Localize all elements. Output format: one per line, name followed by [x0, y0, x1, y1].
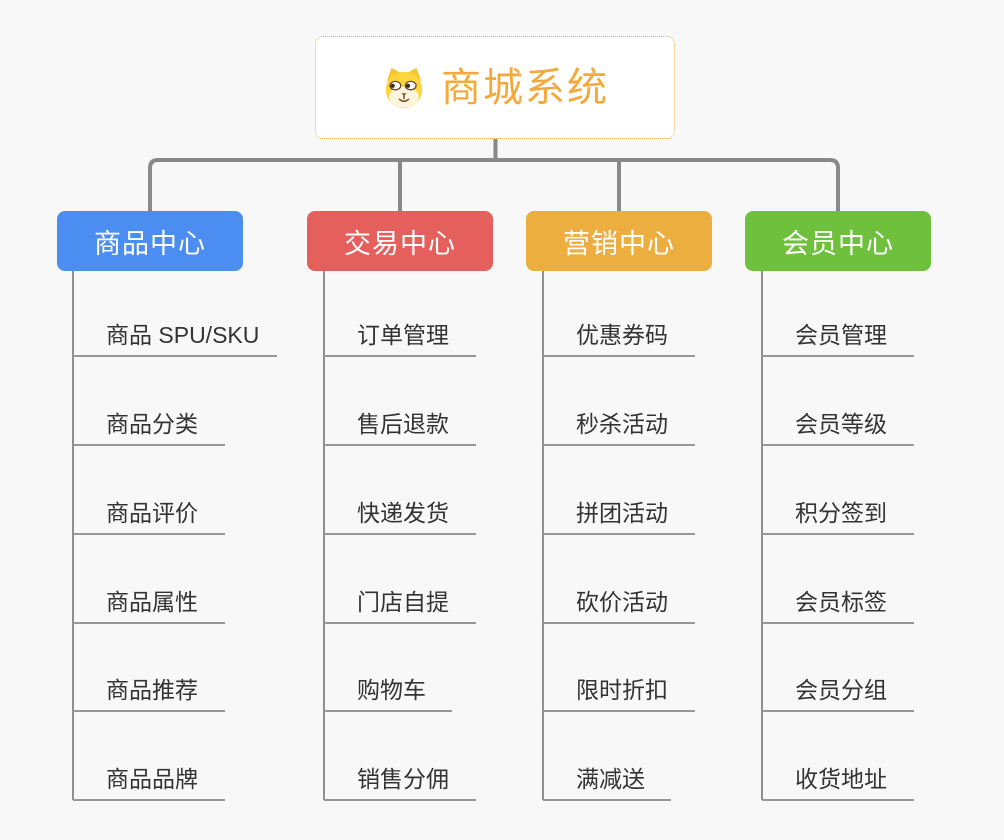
leaf-node[interactable]: 会员等级 — [762, 408, 914, 446]
leaf-node[interactable]: 会员分组 — [762, 674, 914, 712]
branch-node-marketing-center[interactable]: 营销中心 — [526, 211, 712, 271]
branch-node-member-center[interactable]: 会员中心 — [745, 211, 931, 271]
leaf-node[interactable]: 收货地址 — [762, 763, 914, 801]
leaf-node[interactable]: 购物车 — [324, 674, 452, 712]
leaf-node[interactable]: 砍价活动 — [543, 586, 695, 624]
root-node[interactable]: 商城系统 — [315, 36, 675, 139]
leaf-node[interactable]: 订单管理 — [324, 319, 476, 357]
dog-face-icon — [381, 65, 427, 111]
leaf-node[interactable]: 秒杀活动 — [543, 408, 695, 446]
leaf-node[interactable]: 售后退款 — [324, 408, 476, 446]
leaf-node[interactable]: 商品推荐 — [73, 674, 225, 712]
root-title: 商城系统 — [441, 65, 609, 110]
leaf-node[interactable]: 积分签到 — [762, 497, 914, 535]
leaf-node[interactable]: 商品品牌 — [73, 763, 225, 801]
leaf-node[interactable]: 商品评价 — [73, 497, 225, 535]
leaf-node[interactable]: 满减送 — [543, 763, 671, 801]
leaf-node[interactable]: 快递发货 — [324, 497, 476, 535]
leaf-node[interactable]: 销售分佣 — [324, 763, 476, 801]
leaf-node[interactable]: 商品分类 — [73, 408, 225, 446]
leaf-node[interactable]: 优惠券码 — [543, 319, 695, 357]
leaf-node[interactable]: 拼团活动 — [543, 497, 695, 535]
leaf-node[interactable]: 门店自提 — [324, 586, 476, 624]
leaf-node[interactable]: 会员标签 — [762, 586, 914, 624]
branch-node-product-center[interactable]: 商品中心 — [57, 211, 243, 271]
branch-node-trade-center[interactable]: 交易中心 — [307, 211, 493, 271]
leaf-node[interactable]: 会员管理 — [762, 319, 914, 357]
leaf-node[interactable]: 限时折扣 — [543, 674, 695, 712]
leaf-node[interactable]: 商品属性 — [73, 586, 225, 624]
leaf-node[interactable]: 商品 SPU/SKU — [73, 319, 277, 357]
